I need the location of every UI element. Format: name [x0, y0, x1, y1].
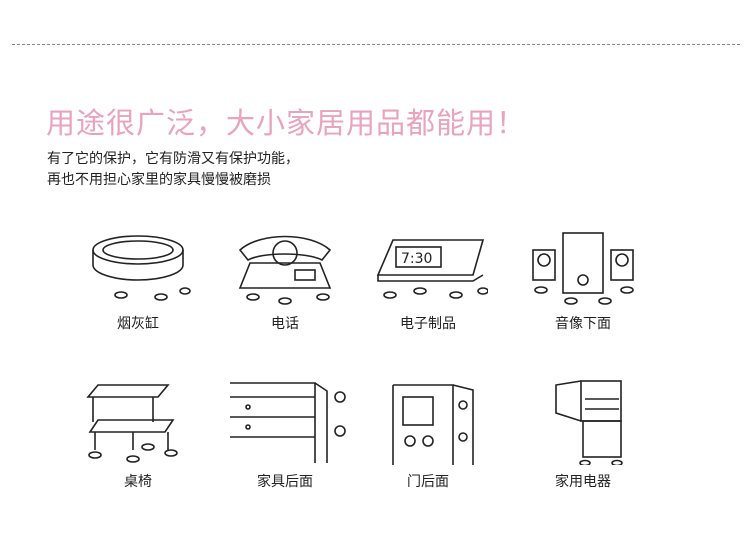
clock-icon: 7:30	[376, 239, 488, 299]
item-appliance: 家用电器	[508, 375, 658, 491]
item-cabinet: 家具后面	[210, 375, 360, 491]
cabinet-icon	[230, 382, 346, 463]
description-line-2: 再也不用担心家里的家具慢慢被磨损	[47, 172, 271, 188]
headline: 用途很广泛，大小家居用品都能用！	[46, 106, 527, 140]
svg-text:7:30: 7:30	[401, 251, 432, 267]
item-electronics: 7:30 电子制品	[353, 225, 503, 333]
description-line-1: 有了它的保护，它有防滑又有保护功能，	[47, 151, 299, 167]
telephone-icon	[238, 235, 332, 305]
item-label: 家用电器	[555, 474, 611, 490]
item-label: 家具后面	[257, 474, 313, 490]
item-door: 门后面	[353, 375, 503, 491]
item-label: 电话	[271, 316, 299, 332]
ashtray-icon	[92, 235, 191, 301]
item-label: 音像下面	[555, 316, 611, 332]
item-label: 烟灰缸	[117, 316, 159, 332]
door-icon	[392, 384, 474, 465]
speaker-icon	[532, 232, 634, 305]
dashed-divider	[12, 44, 740, 45]
item-table-chair: 桌椅	[63, 375, 213, 491]
item-telephone: 电话	[210, 225, 360, 333]
table-chair-icon	[86, 384, 178, 463]
item-label: 门后面	[407, 474, 449, 490]
fridge-icon	[555, 380, 623, 465]
item-label: 桌椅	[124, 474, 152, 490]
item-ashtray: 烟灰缸	[63, 225, 213, 333]
item-speaker: 音像下面	[508, 225, 658, 333]
item-label: 电子制品	[400, 316, 456, 332]
